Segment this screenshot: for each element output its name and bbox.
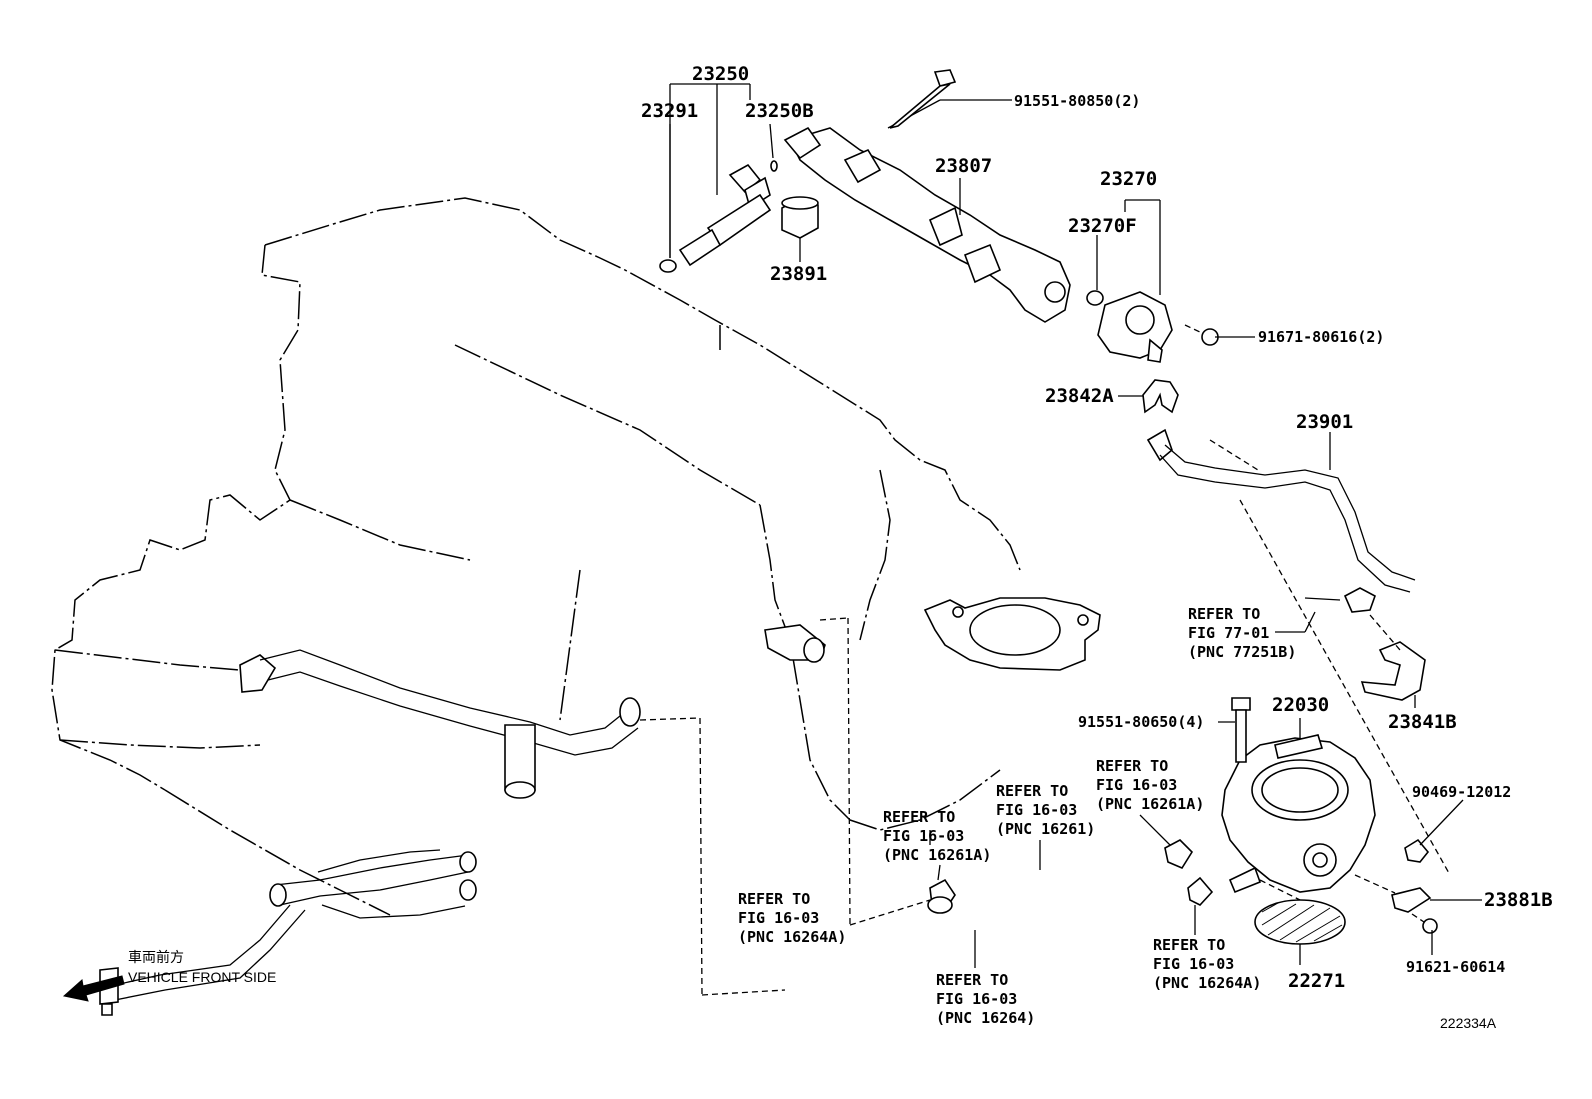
dashed-leaders (639, 439, 1451, 996)
front-arrow-icon (62, 975, 125, 1002)
svg-text:FIG 16-03: FIG 16-03 (936, 990, 1017, 1008)
svg-text:REFER TO: REFER TO (1153, 936, 1225, 954)
refer-pnc-16264A-left: REFER TO FIG 16-03 (PNC 16264A) (738, 890, 846, 946)
label-91621-60614: 91621-60614 (1406, 958, 1505, 976)
part-labels: 23250 23291 23250B 91551-80850(2) 23807 … (641, 63, 1553, 1031)
label-23881B: 23881B (1484, 889, 1553, 911)
svg-text:REFER TO: REFER TO (1188, 605, 1260, 623)
leader-lines (669, 83, 1482, 968)
label-22271: 22271 (1288, 970, 1345, 992)
label-23250: 23250 (692, 63, 749, 85)
label-23891: 23891 (770, 263, 827, 285)
svg-text:REFER TO: REFER TO (936, 971, 1008, 989)
fuel-delivery-pipe (783, 99, 1071, 323)
bolt-91551-80850 (889, 69, 957, 129)
label-23291: 23291 (641, 100, 698, 122)
label-23270F: 23270F (1068, 215, 1137, 237)
front-label-en: VEHICLE FRONT SIDE (128, 969, 276, 985)
refer-pnc-16261A-mid: REFER TO FIG 16-03 (PNC 16261A) (883, 808, 991, 864)
bolt-91551-80650 (1231, 697, 1251, 763)
label-23250B: 23250B (745, 100, 814, 122)
label-23842A: 23842A (1045, 385, 1114, 407)
engine-outline (51, 197, 1021, 916)
refer-fig-77-01: REFER TO FIG 77-01 (PNC 77251B) (1188, 605, 1296, 661)
figure-code: 222334A (1440, 1015, 1497, 1031)
svg-text:REFER TO: REFER TO (738, 890, 810, 908)
svg-text:(PNC 77251B): (PNC 77251B) (1188, 643, 1296, 661)
svg-text:(PNC 16264A): (PNC 16264A) (738, 928, 846, 946)
bracket-23841B (1360, 641, 1426, 701)
svg-text:(PNC 16264): (PNC 16264) (936, 1009, 1035, 1027)
svg-text:(PNC 16261A): (PNC 16261A) (883, 846, 991, 864)
fuel-hose-23901 (1146, 428, 1416, 613)
gasket-22271 (1254, 899, 1346, 945)
svg-text:FIG 77-01: FIG 77-01 (1188, 624, 1269, 642)
label-91671-80616: 91671-80616(2) (1258, 328, 1384, 346)
label-91551-80650: 91551-80650(4) (1078, 713, 1204, 731)
regulator-23270 (1086, 290, 1173, 363)
bracket-23881B (1391, 887, 1432, 913)
screw-91671-80616 (1184, 324, 1219, 346)
throttle-body-22030 (1221, 734, 1376, 894)
svg-text:FIG 16-03: FIG 16-03 (996, 801, 1077, 819)
label-90469-12012: 90469-12012 (1412, 783, 1511, 801)
fuel-injector (659, 160, 778, 273)
refer-pnc-16261: REFER TO FIG 16-03 (PNC 16261) (996, 782, 1095, 838)
refer-pnc-16264A-right: REFER TO FIG 16-03 (PNC 16264A) (1153, 936, 1261, 992)
intake-flange (923, 597, 1101, 671)
svg-text:FIG 16-03: FIG 16-03 (1153, 955, 1234, 973)
refer-pnc-16264: REFER TO FIG 16-03 (PNC 16264) (936, 971, 1035, 1027)
label-23901: 23901 (1296, 411, 1353, 433)
water-hoses (99, 624, 1214, 1016)
label-23270: 23270 (1100, 168, 1157, 190)
svg-text:REFER TO: REFER TO (883, 808, 955, 826)
svg-text:FIG 16-03: FIG 16-03 (738, 909, 819, 927)
svg-text:FIG 16-03: FIG 16-03 (883, 827, 964, 845)
refer-pnc-16261A-right: REFER TO FIG 16-03 (PNC 16261A) (1096, 757, 1204, 813)
label-22030: 22030 (1272, 694, 1329, 716)
label-91551-80850: 91551-80850(2) (1014, 92, 1140, 110)
svg-text:REFER TO: REFER TO (1096, 757, 1168, 775)
svg-text:FIG 16-03: FIG 16-03 (1096, 776, 1177, 794)
svg-text:(PNC 16261): (PNC 16261) (996, 820, 1095, 838)
vehicle-front-indicator: 車両前方 VEHICLE FRONT SIDE (62, 949, 276, 1002)
cushion-23891 (781, 196, 819, 239)
clip-23842A (1142, 379, 1179, 414)
front-label-jp: 車両前方 (128, 949, 184, 965)
svg-text:(PNC 16261A): (PNC 16261A) (1096, 795, 1204, 813)
label-23841B: 23841B (1388, 711, 1457, 733)
clamp-90469-12012 (1404, 838, 1430, 863)
screw-91621-60614 (1411, 913, 1438, 934)
label-23807: 23807 (935, 155, 992, 177)
svg-text:REFER TO: REFER TO (996, 782, 1068, 800)
refer-labels: REFER TO FIG 77-01 (PNC 77251B) REFER TO… (738, 605, 1296, 1027)
svg-text:(PNC 16264A): (PNC 16264A) (1153, 974, 1261, 992)
